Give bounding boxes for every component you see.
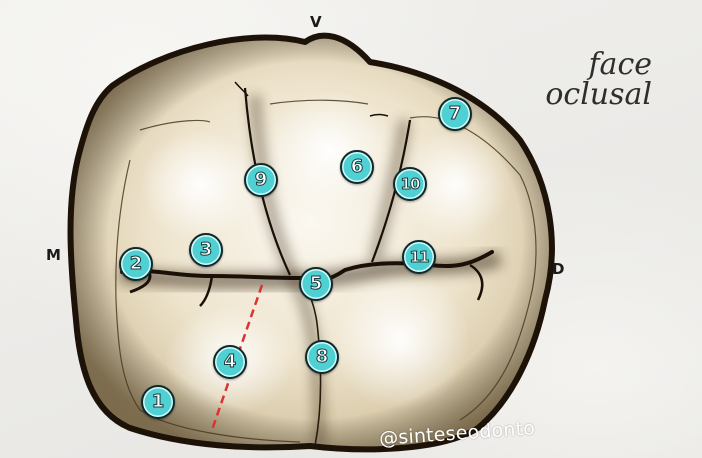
marker-5: 5: [299, 267, 333, 301]
marker-11: 11: [402, 240, 436, 274]
marker-10: 10: [393, 167, 427, 201]
marker-2-number: 2: [130, 255, 143, 273]
mesial-label: M: [46, 248, 61, 263]
marker-7: 7: [438, 97, 472, 131]
marker-4: 4: [213, 345, 247, 379]
marker-7-number: 7: [449, 105, 462, 123]
title-line-1: face: [536, 50, 652, 80]
title-line-2: oclusal: [536, 80, 652, 110]
marker-6-number: 6: [351, 158, 364, 176]
marker-10-number: 10: [401, 177, 420, 192]
marker-5-number: 5: [310, 275, 323, 293]
marker-3-number: 3: [200, 241, 213, 259]
distal-label: D: [552, 262, 564, 277]
marker-9: 9: [244, 163, 278, 197]
marker-8: 8: [305, 340, 339, 374]
marker-1: 1: [141, 385, 175, 419]
marker-9-number: 9: [255, 171, 268, 189]
marker-11-number: 11: [410, 250, 429, 265]
marker-4-number: 4: [224, 353, 237, 371]
marker-6: 6: [340, 150, 374, 184]
marker-2: 2: [119, 247, 153, 281]
marker-8-number: 8: [316, 348, 329, 366]
marker-1-number: 1: [152, 393, 165, 411]
diagram-title: face oclusal: [536, 50, 652, 110]
vestibular-label: V: [310, 15, 322, 30]
marker-3: 3: [189, 233, 223, 267]
